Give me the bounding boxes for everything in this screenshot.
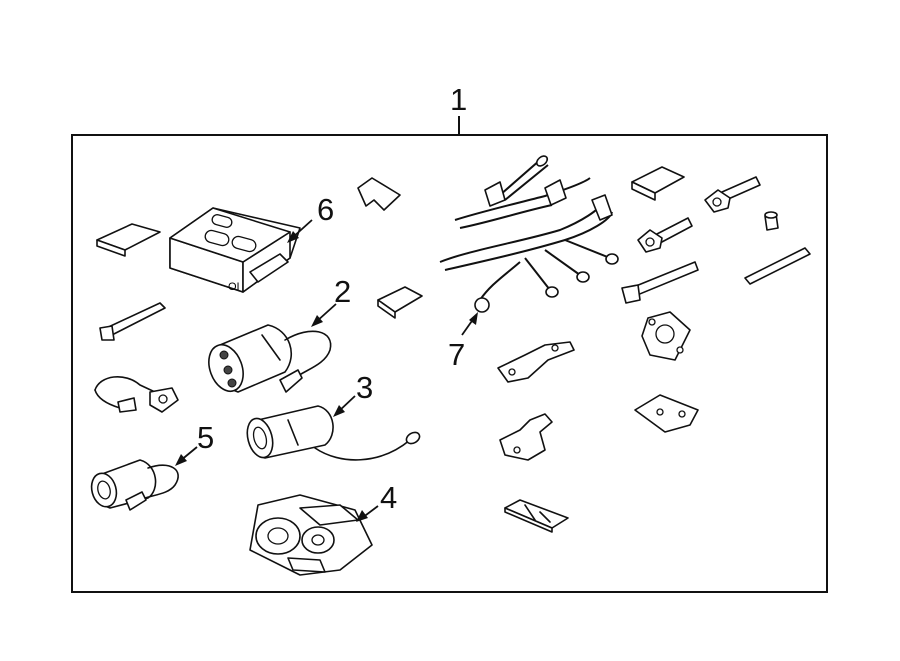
callout-6-label: 6 xyxy=(317,192,334,227)
callout-1-label: 1 xyxy=(450,82,467,117)
adhesive-pad-part xyxy=(96,223,161,257)
bracket-a-part xyxy=(497,341,575,383)
callout-5-label: 5 xyxy=(197,420,214,455)
sensor-2-part xyxy=(208,324,332,393)
gasket-part xyxy=(641,311,691,361)
callout-3-label: 3 xyxy=(356,370,373,405)
callout-3-arrow xyxy=(333,395,356,417)
clip-part xyxy=(357,177,401,211)
callout-2-label: 2 xyxy=(334,274,351,309)
callout-7-arrow xyxy=(461,312,478,336)
sensor-5-part xyxy=(90,459,179,511)
pad-right-part xyxy=(631,166,685,201)
bracket-b-part xyxy=(634,394,699,433)
assembly-frame xyxy=(71,134,828,593)
svg-text:OI: OI xyxy=(228,281,240,293)
callout-2-arrow xyxy=(311,303,337,327)
callout-4-label: 4 xyxy=(380,480,397,515)
control-module-part: OI xyxy=(169,207,301,293)
rod-part xyxy=(744,247,811,285)
label-plate-part xyxy=(504,499,569,533)
callout-7-label: 7 xyxy=(448,337,465,372)
bolt-long-part xyxy=(704,176,761,213)
wiring-harness-part xyxy=(439,155,619,313)
callout-6-arrow xyxy=(287,219,313,243)
bolt-short-part xyxy=(637,217,693,253)
bracket-with-wire-part xyxy=(94,376,179,413)
strap-part xyxy=(621,261,699,304)
callout-5-arrow xyxy=(175,446,198,466)
callout-4-arrow xyxy=(356,505,379,522)
cap-part xyxy=(764,211,779,231)
sensor-3-part xyxy=(246,405,421,461)
cable-tie-part xyxy=(99,302,166,341)
assembly-4-part xyxy=(249,494,373,576)
bracket-c-part xyxy=(499,413,553,461)
pad-part xyxy=(377,286,423,319)
